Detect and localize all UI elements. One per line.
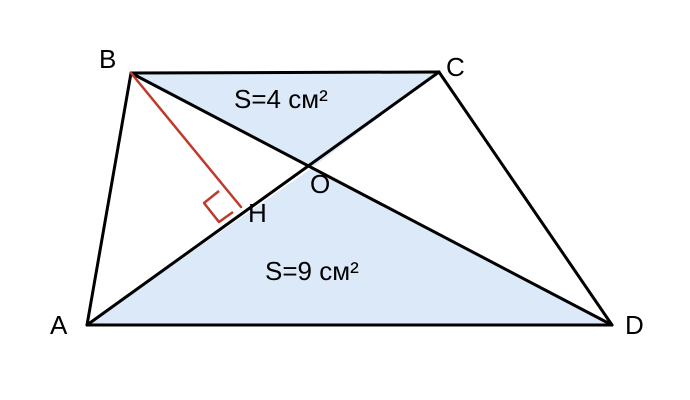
diagonal-ac bbox=[85, 70, 441, 327]
side-cd bbox=[437, 70, 614, 327]
side-ab bbox=[85, 71, 133, 327]
side-bc bbox=[129, 70, 441, 75]
label-a: A bbox=[50, 310, 68, 340]
area-label-top: S=4 см² bbox=[234, 84, 328, 114]
triangle-aod-fill bbox=[87, 168, 612, 325]
height-bh bbox=[129, 71, 243, 209]
label-d: D bbox=[625, 310, 644, 340]
label-h: H bbox=[248, 198, 267, 228]
watermark-text: online-otvet.ru bbox=[545, 377, 663, 396]
diagonal-bd bbox=[129, 71, 614, 327]
label-c: C bbox=[446, 52, 465, 82]
label-b: B bbox=[99, 44, 116, 74]
area-label-bottom: S=9 см² bbox=[265, 256, 359, 286]
triangle-boc-fill bbox=[131, 72, 439, 168]
label-o: O bbox=[310, 169, 330, 199]
right-angle-marker bbox=[202, 190, 234, 224]
